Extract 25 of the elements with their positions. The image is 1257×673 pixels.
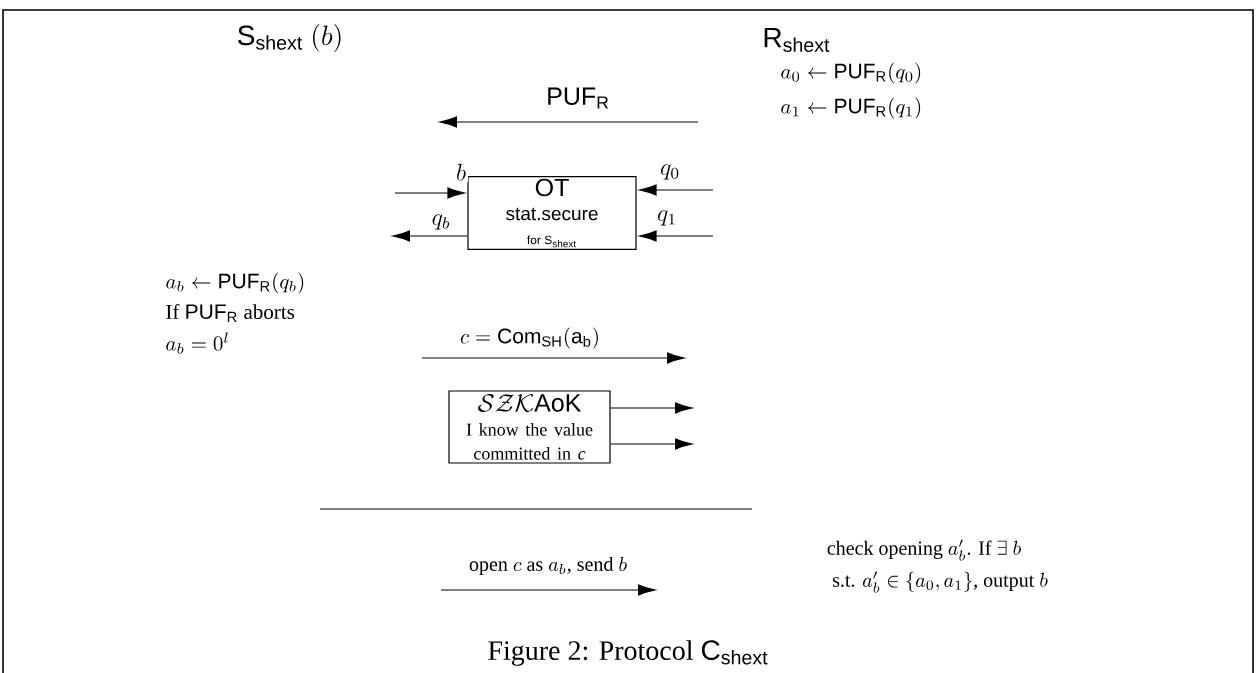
text-label: $c = \mathsf{Com}_{\mathsf{SH}}(\mathsf{a}_{\mathsf{b}})$ <box>460 327 598 349</box>
text-label: $\text{s.t. } a'_b \in \{a_0, a_1\}\text{, output } b$ <box>832 571 1048 593</box>
edge-label: $q_1$ <box>655 208 679 228</box>
arrow <box>394 187 465 199</box>
edge-label: $q_b$ <box>429 212 453 232</box>
arrow <box>639 184 714 196</box>
arrow <box>392 230 468 242</box>
text-label: $\mathsf{PUF}_{\mathsf{R}}$ <box>548 87 608 109</box>
arrow <box>610 402 693 414</box>
figure-caption: $\text{Figure 2: Protocol }\mathsf{C}_{\mathsf{shext}}$ <box>488 640 768 666</box>
arrow <box>610 438 693 450</box>
text-label: $\text{If }\mathsf{PUF}_{\mathsf{R}}\text{ aborts}$ <box>166 304 295 322</box>
text-label: $a_1 \leftarrow \mathsf{PUF}_{\mathsf{R}}(q_1)$ <box>781 97 921 119</box>
text-label: $a_b \leftarrow \mathsf{PUF}_{\mathsf{R}}(q_b)$ <box>166 272 304 294</box>
protocol-box: $\mathcal{SZK}\mathsf{AoK}$ I know the value committed in c <box>448 390 611 464</box>
text-label: $a_b = 0^l$ <box>166 332 228 354</box>
text-label: $\text{check opening } a'_b\text{. If } \exists\ b$ <box>827 539 1021 561</box>
text-label: $\text{open } c \text{ as } a_b\text{, send } b$ <box>469 556 627 576</box>
text-label: $\mathsf{R}_{\mathsf{shext}}$ <box>764 28 830 52</box>
edge-label: $b$ <box>454 161 468 183</box>
text-label: $\mathsf{S}_{\mathsf{shext}}\ (b)$ <box>238 24 341 52</box>
edge-label: $q_0$ <box>658 162 682 182</box>
arrow <box>639 230 714 242</box>
protocol-box: OT stat.secure for S$_{shext}$ <box>467 176 637 250</box>
text-label: $a_0 \leftarrow \mathsf{PUF}_{\mathsf{R}}(q_0)$ <box>781 62 921 84</box>
